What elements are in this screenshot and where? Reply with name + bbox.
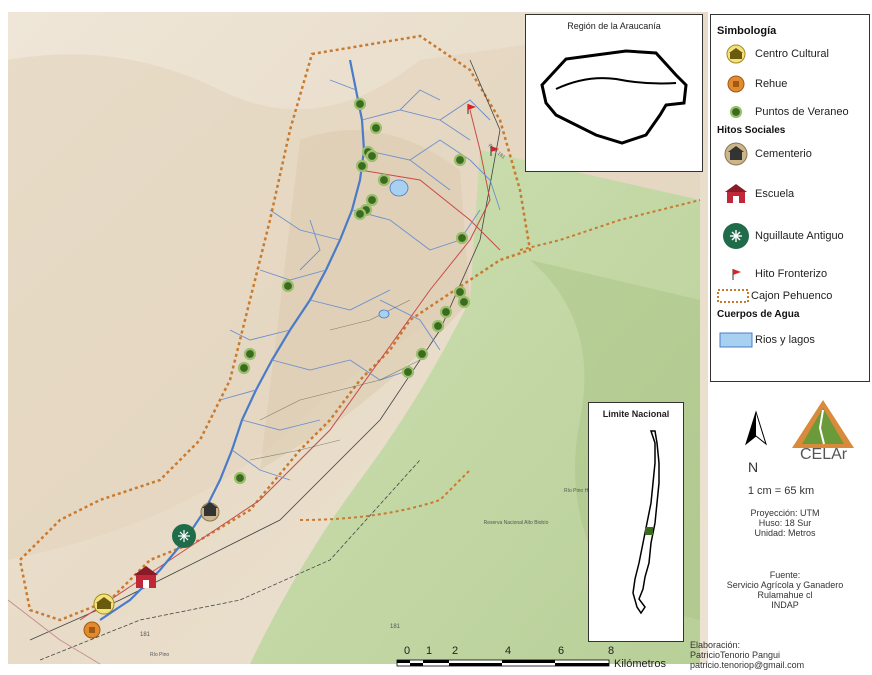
legend-item: Rehue [717, 73, 871, 95]
rehue-icon [717, 74, 755, 94]
credits-line: PatricioTenorio Pangui [690, 650, 781, 660]
rehue-marker [83, 621, 101, 639]
cajon-pehuenco-boundary [299, 469, 471, 521]
relief-shade [260, 130, 470, 470]
river-label: Río Pino Hue [564, 488, 594, 494]
projection-line: Unidad: Metros [754, 528, 816, 538]
source-line: INDAP [771, 600, 799, 610]
river-label: Río Pino [150, 652, 169, 658]
commune-line [555, 77, 677, 90]
legend-label: Escuela [755, 188, 795, 200]
legend-item: Cajon Pehuenco [717, 285, 871, 307]
nguillatue-icon [717, 222, 755, 250]
road [7, 599, 101, 665]
tributaries [249, 299, 421, 461]
scale-tick-label: 1 [426, 645, 433, 657]
green-dot-icon [717, 102, 755, 122]
region-inset-title: Región de la Araucanía [567, 21, 661, 31]
celar-logo-icon [792, 400, 854, 448]
source-line: Rulamahue cl [757, 590, 813, 600]
legend-label: Centro Cultural [755, 48, 829, 60]
school-marker [134, 566, 158, 588]
north-label: N [748, 459, 759, 475]
school-icon [717, 182, 755, 206]
scale-unit-label: Kilómetros [614, 658, 666, 670]
dotted-border-icon [717, 288, 751, 304]
legend: Simbología Centro Cultural Rehue Puntos … [710, 14, 870, 382]
lake [389, 179, 409, 197]
scale-tick-label: 2 [452, 645, 459, 657]
region-outline [540, 49, 688, 145]
legend-title: Simbología [717, 25, 777, 37]
road [79, 109, 491, 621]
tributaries [219, 79, 501, 481]
logo-text: CELAr [800, 446, 848, 463]
chile-outline [632, 430, 660, 615]
projection-line: Huso: 18 Sur [758, 518, 812, 528]
scale-bar [396, 659, 610, 667]
reserve-label: Reserva Nacional Alto Biobío [484, 520, 549, 526]
map-scale-text: 1 cm = 65 km [747, 485, 815, 497]
national-inset: Limite Nacional [588, 402, 684, 642]
nguillatue-marker [172, 524, 196, 548]
legend-label: Nguillaute Antiguo [755, 230, 844, 242]
legend-item: Hito Fronterizo [717, 263, 871, 285]
scale-tick-label: 6 [558, 645, 565, 657]
legend-label: Rios y lagos [755, 334, 815, 346]
veraneo-points [233, 97, 471, 485]
scale-tick-label: 4 [505, 645, 512, 657]
region-inset: Región de la Araucanía [525, 14, 703, 172]
legend-label: Cementerio [755, 148, 812, 160]
scale-tick-label: 8 [608, 645, 615, 657]
temple-icon [717, 44, 755, 64]
legend-label: Hito Fronterizo [755, 268, 828, 280]
cajon-pehuenco-boundary [519, 199, 701, 251]
legend-item: Puntos de Veraneo [717, 101, 871, 123]
red-flag-icon [717, 267, 755, 281]
credits-line: patricio.tenoriop@gmail.com [690, 660, 805, 670]
source-line: Fuente: [769, 570, 801, 580]
route-number: 181 [140, 632, 151, 638]
legend-item: Rios y lagos [717, 325, 871, 355]
cultural-center-marker [93, 593, 115, 615]
legend-item: Nguillaute Antiguo [717, 221, 871, 251]
north-arrow-icon [745, 410, 767, 446]
projection-line: Proyección: UTM [750, 508, 820, 518]
legend-label: Cajon Pehuenco [751, 290, 833, 302]
road [359, 169, 501, 251]
water-swatch-icon [717, 331, 755, 349]
study-area-highlight [645, 527, 653, 535]
scale-tick-label: 0 [404, 645, 411, 657]
legend-item: Cementerio [717, 141, 871, 167]
cemetery-icon [717, 142, 755, 166]
legend-label: Puntos de Veraneo [755, 106, 849, 118]
legend-section-title: Hitos Sociales [717, 125, 786, 136]
lake [378, 309, 390, 319]
legend-label: Rehue [755, 78, 788, 90]
cemetery-marker [200, 502, 220, 522]
national-inset-title: Limite Nacional [602, 409, 670, 419]
source-line: Servicio Agrícola y Ganadero [726, 580, 844, 590]
legend-item: Centro Cultural [717, 43, 871, 65]
route-number: 181 [390, 624, 401, 630]
legend-section-title: Cuerpos de Agua [717, 309, 800, 320]
border-marker-flags [467, 104, 499, 156]
credits-line: Elaboración: [690, 640, 741, 650]
legend-item: Escuela [717, 181, 871, 207]
